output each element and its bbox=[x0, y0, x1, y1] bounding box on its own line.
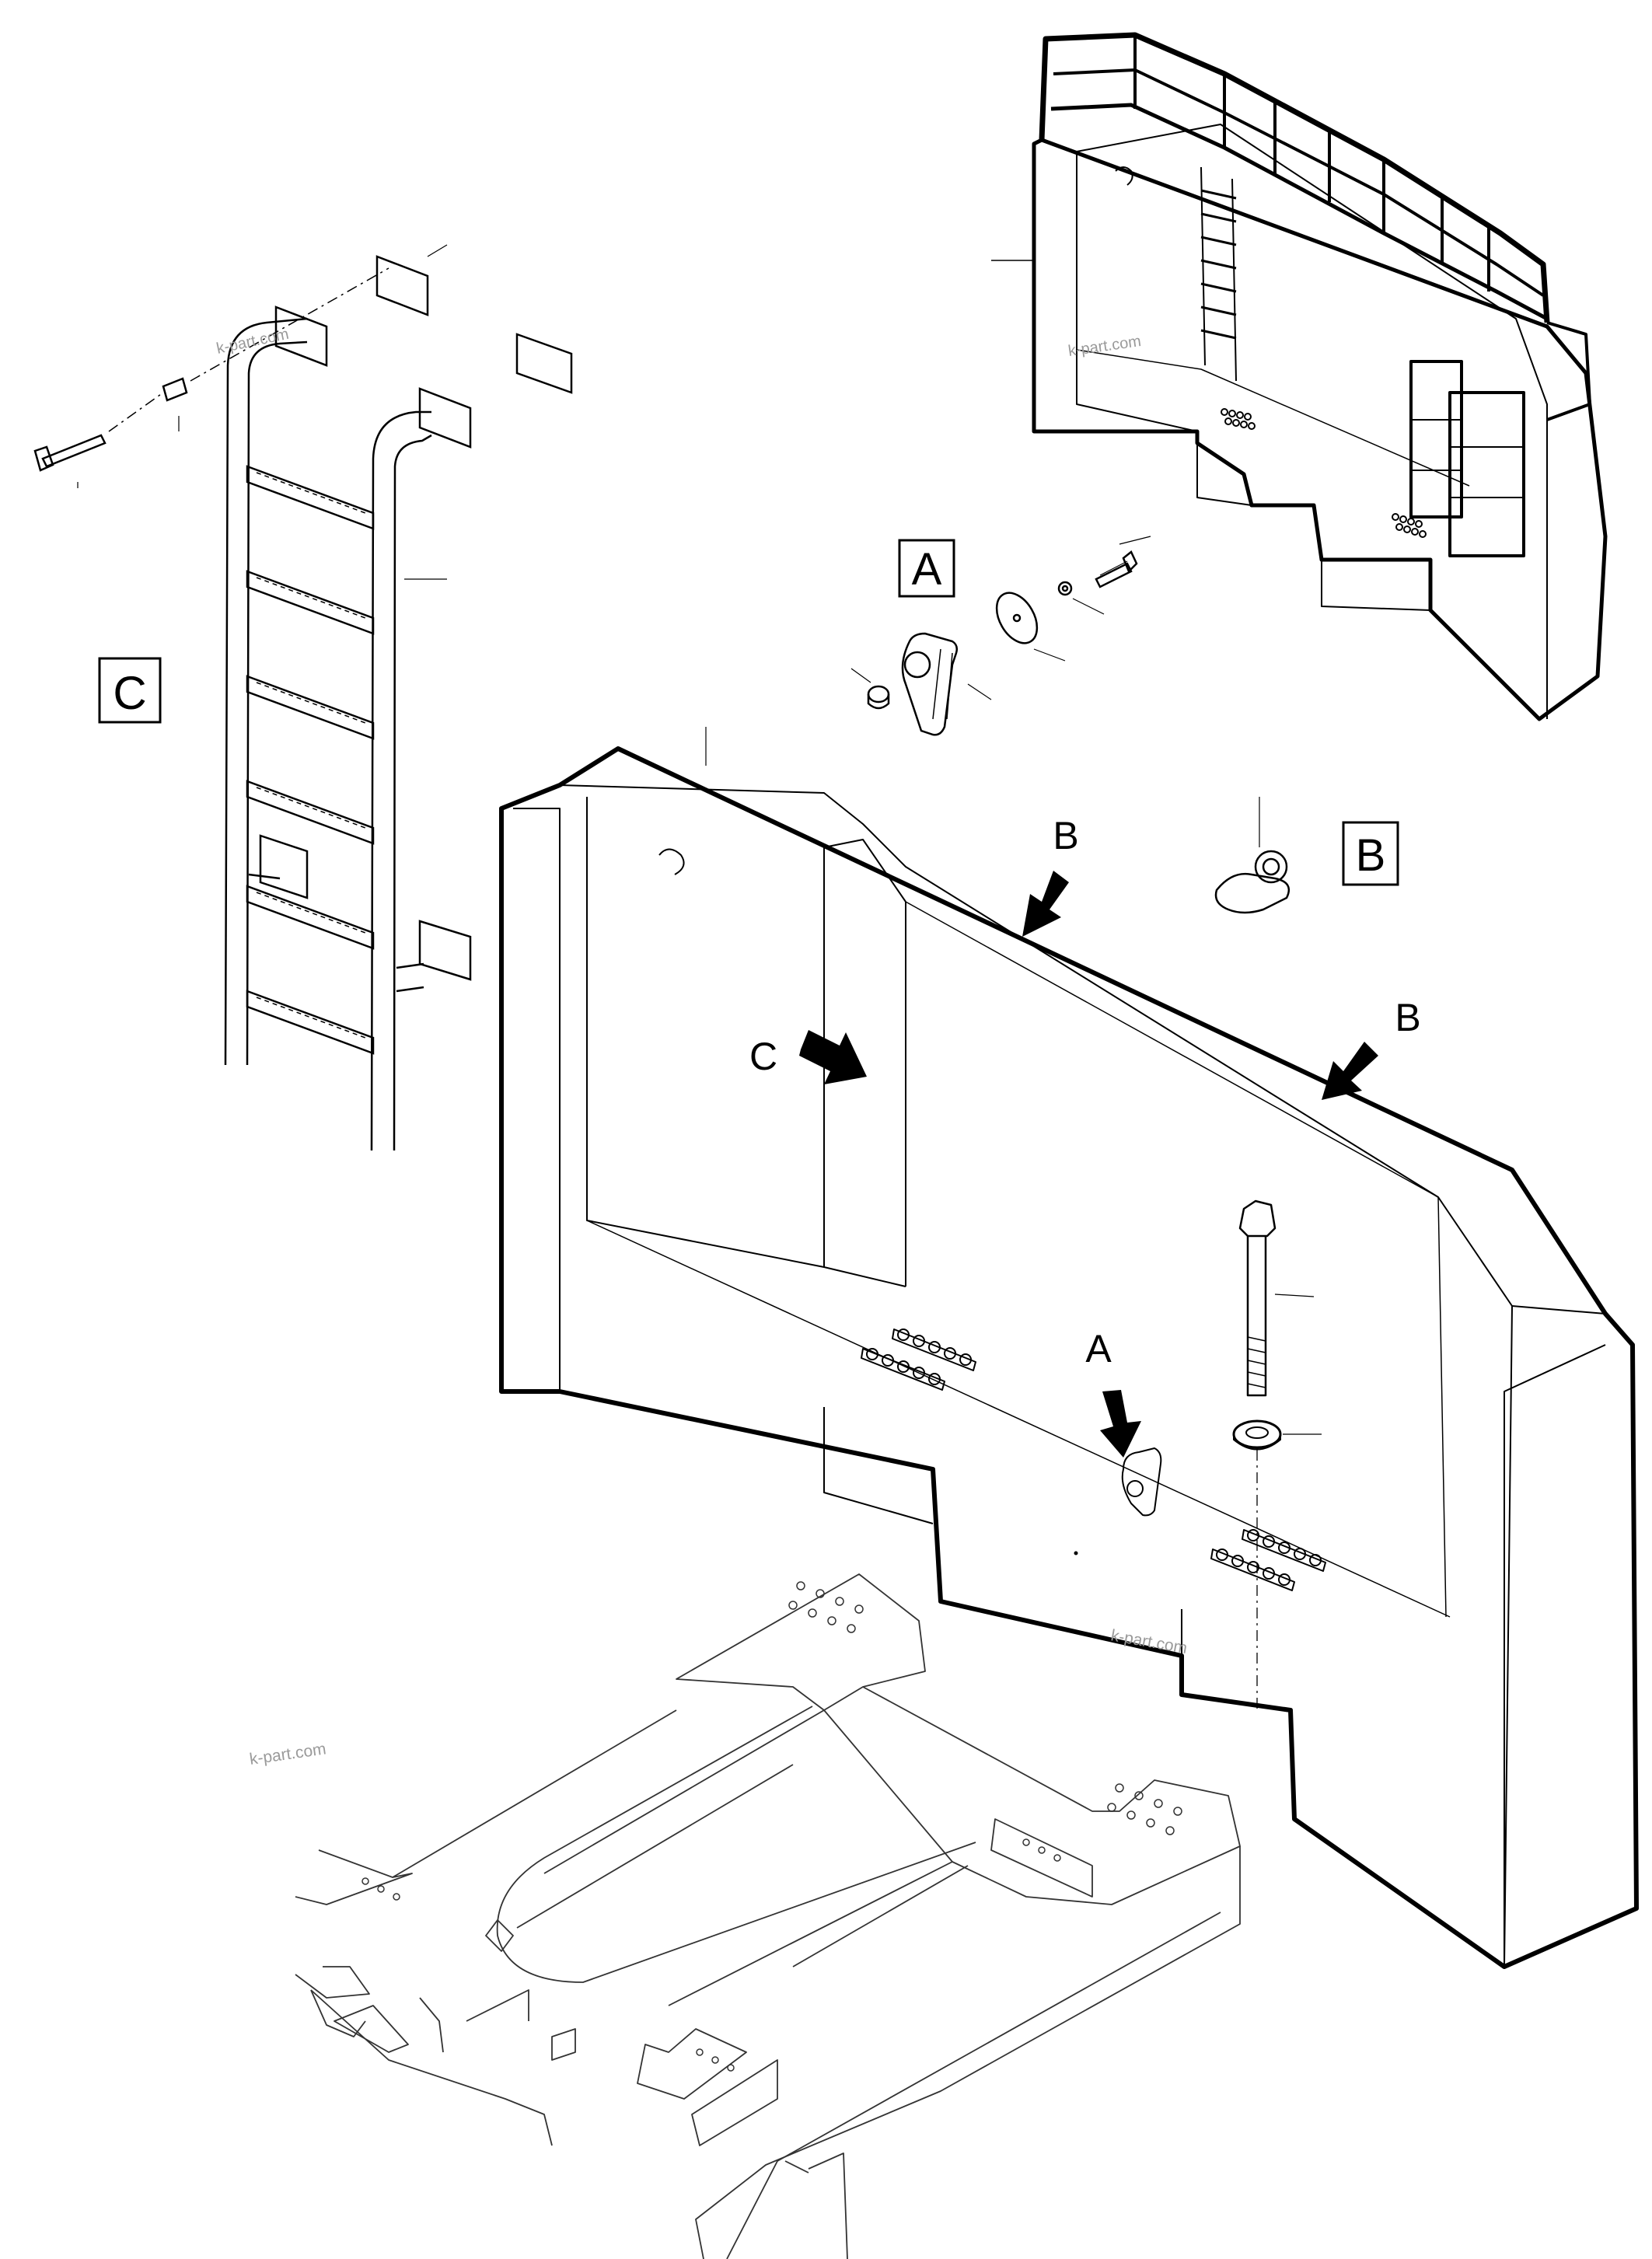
overview-assembly bbox=[991, 32, 1608, 721]
callout-a-label: A bbox=[1085, 1327, 1112, 1370]
arrow-a bbox=[1100, 1390, 1141, 1458]
arrow-b1 bbox=[1022, 871, 1069, 937]
callout-b1-label: B bbox=[1053, 814, 1078, 857]
main-counterweight bbox=[499, 727, 1639, 1969]
watermark-center: k-part.com bbox=[1109, 1626, 1189, 1657]
detail-a-hardware bbox=[850, 536, 1151, 736]
detail-b-box: B bbox=[1342, 821, 1399, 886]
arrow-b2 bbox=[1322, 1042, 1378, 1100]
detail-b-lug bbox=[1214, 797, 1291, 914]
detail-c-label: C bbox=[113, 667, 146, 719]
detail-a-label: A bbox=[912, 544, 942, 595]
base-frame bbox=[295, 1573, 1241, 2259]
ladder-assembly bbox=[33, 244, 573, 1151]
callout-c-label: C bbox=[749, 1035, 777, 1078]
callout-b2-label: B bbox=[1395, 996, 1420, 1039]
callout-arrows bbox=[799, 871, 1378, 1458]
watermark-left: k-part.com bbox=[248, 1740, 327, 1768]
detail-c-box: C bbox=[98, 657, 162, 724]
arrow-c bbox=[799, 1030, 867, 1084]
detail-b-label: B bbox=[1356, 830, 1386, 881]
watermark-top-right: k-part.com bbox=[1067, 333, 1143, 360]
watermark-ladder: k-part.com bbox=[215, 326, 290, 358]
detail-a-box: A bbox=[898, 539, 955, 598]
